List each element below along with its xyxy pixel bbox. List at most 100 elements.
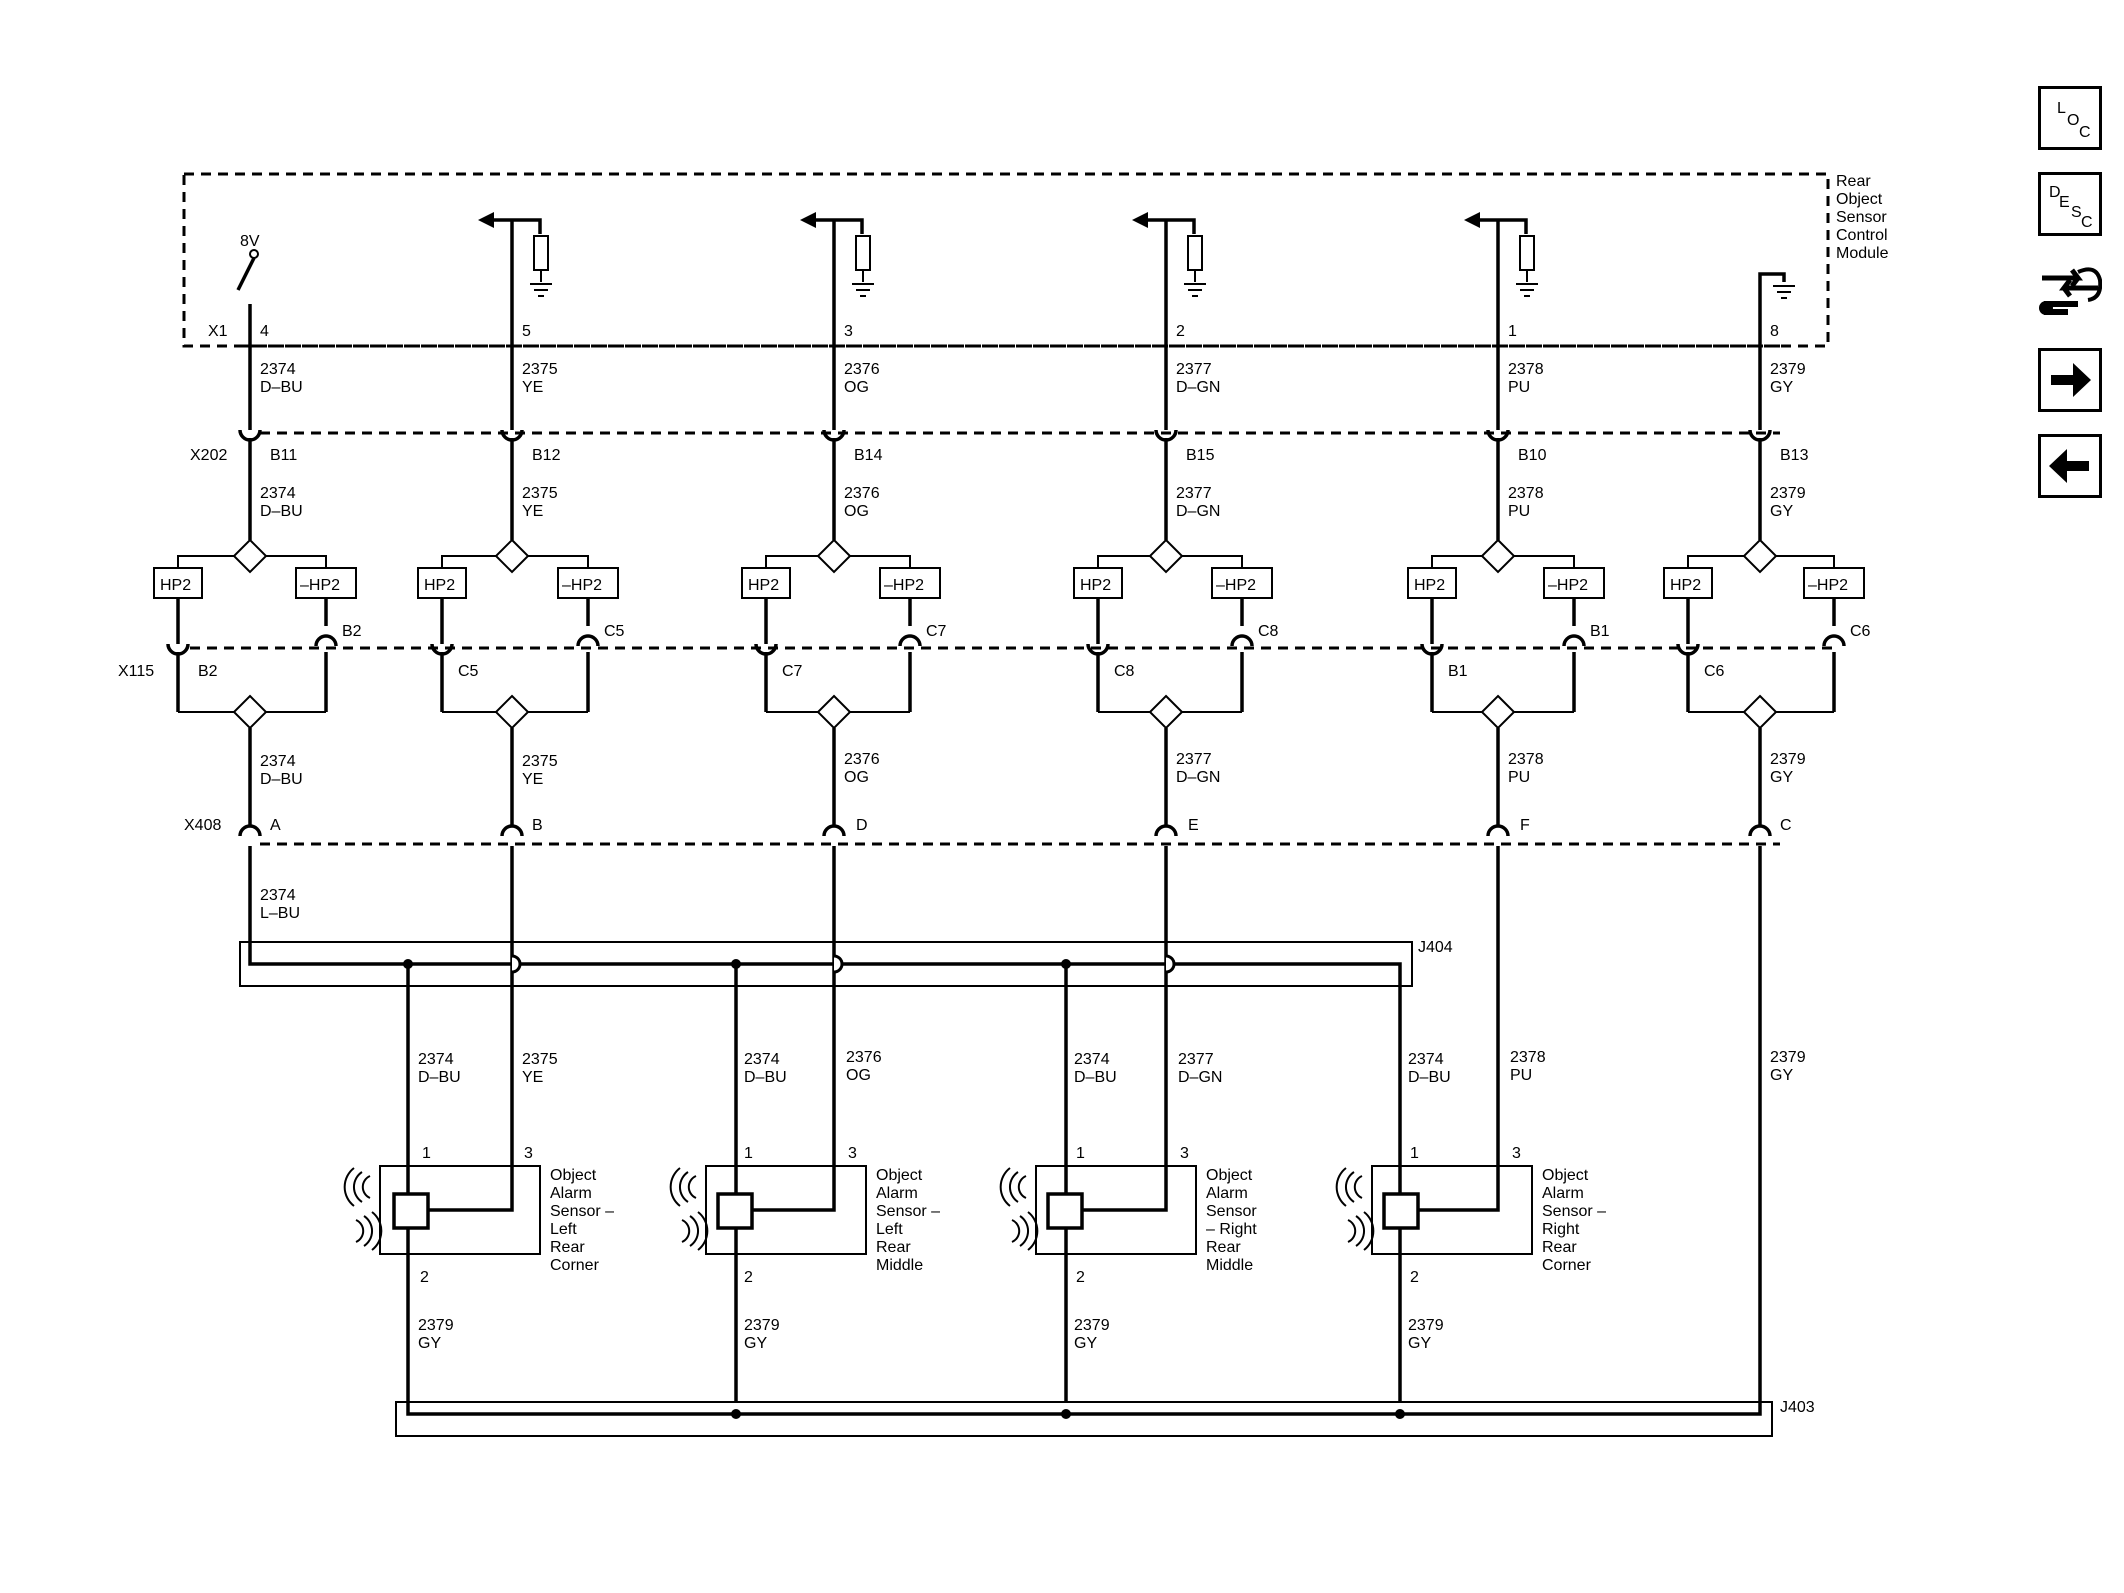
svg-text:D–BU: D–BU <box>1074 1069 1117 1086</box>
svg-text:GY: GY <box>1770 1067 1793 1084</box>
svg-text:YE: YE <box>522 379 543 396</box>
svg-text:B1: B1 <box>1590 623 1610 640</box>
arrow-left-icon <box>2049 449 2089 483</box>
svg-text:Rear: Rear <box>1542 1239 1577 1256</box>
svg-text:D–BU: D–BU <box>260 379 303 396</box>
svg-text:Alarm: Alarm <box>550 1185 592 1202</box>
svg-text:2376: 2376 <box>844 361 880 378</box>
ultrasonic-wave-icon <box>1335 1167 1375 1251</box>
svg-text:GY: GY <box>1770 769 1793 786</box>
svg-text:HP2: HP2 <box>748 577 779 594</box>
svg-text:1: 1 <box>1508 323 1517 340</box>
desc-button[interactable]: D E S C <box>2038 172 2102 236</box>
svg-text:HP2: HP2 <box>424 577 455 594</box>
svg-text:Object: Object <box>1836 191 1883 208</box>
svg-text:2377: 2377 <box>1176 751 1212 768</box>
svg-text:2379: 2379 <box>1074 1317 1110 1334</box>
svg-text:L: L <box>2057 100 2066 117</box>
svg-text:GY: GY <box>1074 1335 1097 1352</box>
next-button[interactable] <box>2038 348 2102 412</box>
svg-text:OG: OG <box>844 379 869 396</box>
svg-text:B2: B2 <box>342 623 362 640</box>
svg-text:YE: YE <box>522 771 543 788</box>
loc-button[interactable]: L O C <box>2038 86 2102 150</box>
svg-text:2378: 2378 <box>1508 751 1544 768</box>
back-button[interactable] <box>2038 434 2102 498</box>
desc-icon: D E S C <box>2049 184 2093 231</box>
svg-text:HP2: HP2 <box>1670 577 1701 594</box>
svg-text:C5: C5 <box>458 663 479 680</box>
svg-text:Alarm: Alarm <box>876 1185 918 1202</box>
svg-text:2379: 2379 <box>1408 1317 1444 1334</box>
svg-text:D–GN: D–GN <box>1176 769 1220 786</box>
svg-text:2374: 2374 <box>260 887 296 904</box>
svg-text:2: 2 <box>1176 323 1185 340</box>
svg-text:1: 1 <box>1410 1145 1419 1162</box>
svg-text:OG: OG <box>846 1067 871 1084</box>
svg-text:B15: B15 <box>1186 447 1215 464</box>
svg-text:C: C <box>1780 817 1792 834</box>
svg-text:HP2: HP2 <box>1414 577 1445 594</box>
connector-info-button[interactable] <box>2038 264 2102 324</box>
svg-text:2378: 2378 <box>1508 485 1544 502</box>
svg-text:O: O <box>2067 112 2079 129</box>
svg-text:A: A <box>270 817 281 834</box>
x408-terminals <box>238 824 1772 1402</box>
svg-text:2374: 2374 <box>1074 1051 1110 1068</box>
svg-text:B14: B14 <box>854 447 883 464</box>
x408-pin-labels: A B D E F C <box>270 817 1792 834</box>
j403-splice: J403 <box>395 1399 1815 1437</box>
svg-text:3: 3 <box>1512 1145 1521 1162</box>
svg-text:F: F <box>1520 817 1530 834</box>
main-wires <box>248 220 1762 430</box>
x202-pin-labels: B11 B12 B14 B15 B10 B13 <box>270 447 1809 464</box>
svg-text:C5: C5 <box>604 623 625 640</box>
svg-text:GY: GY <box>744 1335 767 1352</box>
ultrasonic-wave-icon <box>343 1167 383 1251</box>
svg-text:Middle: Middle <box>876 1257 923 1274</box>
svg-text:HP2: HP2 <box>160 577 191 594</box>
svg-text:GY: GY <box>1770 379 1793 396</box>
svg-text:GY: GY <box>1770 503 1793 520</box>
svg-text:D–BU: D–BU <box>744 1069 787 1086</box>
svg-text:1: 1 <box>422 1145 431 1162</box>
loc-icon: L O C <box>2057 100 2091 141</box>
svg-text:Middle: Middle <box>1206 1257 1253 1274</box>
svg-text:2377: 2377 <box>1178 1051 1214 1068</box>
svg-text:2: 2 <box>420 1269 429 1286</box>
svg-text:E: E <box>2059 194 2070 211</box>
svg-text:C: C <box>2081 214 2093 231</box>
option-splits-bottom <box>178 694 1834 730</box>
svg-text:Corner: Corner <box>1542 1257 1592 1274</box>
sidebar-nav: L O C D E S C <box>2038 86 2106 506</box>
svg-text:OG: OG <box>844 769 869 786</box>
svg-text:GY: GY <box>418 1335 441 1352</box>
svg-text:Alarm: Alarm <box>1206 1185 1248 1202</box>
svg-text:D–GN: D–GN <box>1176 503 1220 520</box>
svg-text:S: S <box>2071 204 2082 221</box>
svg-text:E: E <box>1188 817 1199 834</box>
svg-text:2377: 2377 <box>1176 361 1212 378</box>
svg-text:2: 2 <box>1410 1269 1419 1286</box>
svg-text:2379: 2379 <box>1770 361 1806 378</box>
svg-text:PU: PU <box>1508 379 1530 396</box>
svg-text:D–BU: D–BU <box>1408 1069 1451 1086</box>
svg-text:Sensor: Sensor <box>1206 1203 1257 1220</box>
x115-terminals <box>166 598 1846 712</box>
svg-text:PU: PU <box>1510 1067 1532 1084</box>
x408-label: X408 <box>184 817 221 834</box>
svg-text:Left: Left <box>876 1221 903 1238</box>
svg-text:Alarm: Alarm <box>1542 1185 1584 1202</box>
svg-text:YE: YE <box>522 1069 543 1086</box>
svg-text:C: C <box>2079 124 2091 141</box>
arrow-right-icon <box>2051 363 2091 397</box>
svg-text:2377: 2377 <box>1176 485 1212 502</box>
svg-text:–HP2: –HP2 <box>1216 577 1256 594</box>
svg-text:PU: PU <box>1508 769 1530 786</box>
